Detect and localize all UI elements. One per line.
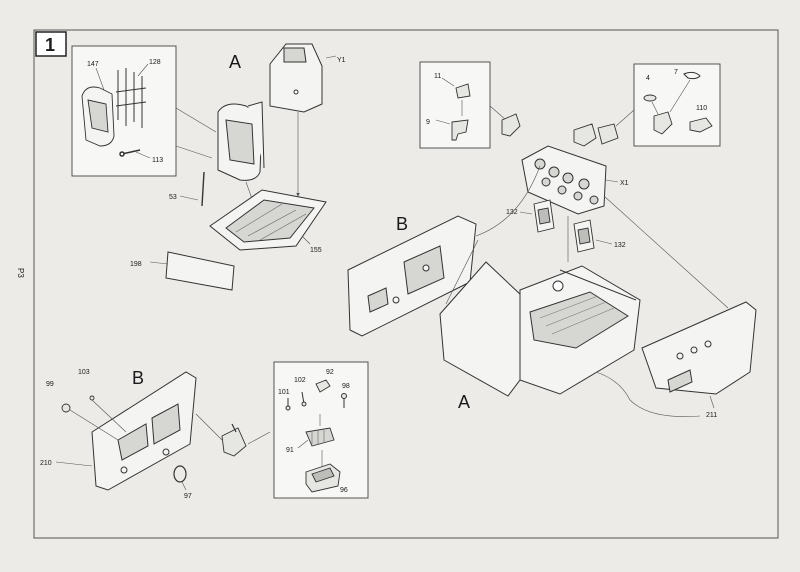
seat-assembly [217,101,265,181]
cockpit-floor-155 [209,189,327,251]
seat-part-147 [81,86,115,147]
seat-armour-y1 [269,43,323,113]
quadrant-part-91 [305,427,335,447]
gunsight-assembly [501,113,521,137]
part-99 [61,403,71,413]
gunsight-part-11 [455,83,471,99]
part-label-211: 211 [706,412,717,419]
subassembly-label-b-bottom: B [132,368,144,388]
sidewall-210 [91,371,197,491]
part-103 [89,395,95,401]
seat-frame-128 [115,68,147,128]
part-label-210: 210 [40,460,52,467]
compass-assembly [573,123,619,147]
page-border [33,29,779,539]
part-label-96: 96 [340,487,348,494]
part-label-99: 99 [46,381,54,388]
lever-part-101 [285,398,291,411]
box-part-96 [305,463,341,493]
part-label-101: 101 [278,389,290,396]
page-number: P3 [16,268,25,278]
subassembly-label-a-top: A [229,52,241,72]
part-label-91: 91 [286,447,294,454]
part-label-92: 92 [326,369,334,376]
compass-assembly-small [653,111,673,135]
compass-part-110 [689,117,713,133]
cockpit-sidewall-left [347,215,477,337]
part-label-53: 53 [169,194,177,201]
cockpit-tub [439,261,641,397]
part-label-110: 110 [696,105,707,112]
part-label-102: 102 [294,377,306,384]
part-label-9: 9 [426,119,430,126]
knob-part-98 [341,393,347,408]
throttle-assembly [221,423,247,457]
part-label-103: 103 [78,369,90,376]
part-label-147: 147 [87,61,99,68]
subassembly-label-a-main: A [458,392,470,412]
handle-part-92 [315,379,331,393]
part-4 [643,94,657,102]
step-number-box: 1 [35,31,67,57]
part-7-ring [683,71,701,80]
cockpit-sidewall-right-211 [641,301,757,395]
part-label-113: 113 [152,157,163,164]
ring-part-97 [173,465,187,483]
rudder-pedal-132-left [533,199,555,233]
floor-panel-198 [165,251,235,291]
part-label-y1: Y1 [337,57,346,64]
rudder-pedal-132-right [573,219,595,253]
part-label-4: 4 [646,75,650,82]
compass-detail-box [633,63,721,147]
gunsight-base-9 [451,119,469,141]
seat-pin-113 [119,149,141,157]
part-label-98: 98 [342,383,350,390]
part-label-11: 11 [434,73,441,80]
part-label-97: 97 [184,493,192,500]
step-number: 1 [45,35,55,55]
control-rod-53 [201,171,205,207]
part-label-x1: X1 [620,180,629,187]
part-label-155: 155 [310,247,322,254]
part-label-7: 7 [674,69,678,76]
lever-part-102 [301,391,307,407]
part-label-198: 198 [130,261,142,268]
part-label-132-right: 132 [614,242,626,249]
subassembly-label-b-mid: B [396,214,408,234]
instrument-panel-x1 [521,145,607,215]
part-label-128: 128 [149,59,161,66]
